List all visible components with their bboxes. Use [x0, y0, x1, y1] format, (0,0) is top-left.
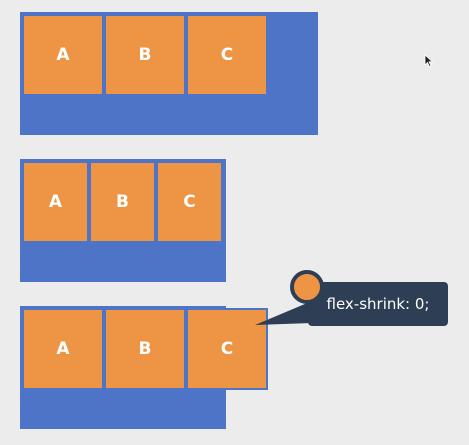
- flex-item-label: C: [183, 192, 196, 212]
- flex-item-label: A: [56, 339, 70, 359]
- flex-item-label: B: [138, 339, 152, 359]
- flex-item-label: A: [56, 45, 70, 65]
- flex-item-a: A: [22, 161, 89, 243]
- flex-item-b: B: [104, 14, 186, 96]
- mouse-cursor-icon: [424, 54, 434, 68]
- flex-item-label: B: [116, 192, 129, 212]
- flex-item-c: C: [156, 161, 223, 243]
- flex-item-label: B: [138, 45, 152, 65]
- flex-item-a: A: [22, 14, 104, 96]
- flex-item-b: B: [89, 161, 156, 243]
- callout-text: flex-shrink: 0;: [326, 295, 430, 313]
- callout-label: flex-shrink: 0;: [308, 282, 448, 326]
- flex-item-c: C: [186, 308, 268, 390]
- flex-item-label: C: [220, 339, 234, 359]
- flex-item-b: B: [104, 308, 186, 390]
- flex-item-label: C: [220, 45, 234, 65]
- flex-item-label: A: [48, 192, 63, 212]
- flex-item-c: C: [186, 14, 268, 96]
- callout-dot: [290, 270, 324, 304]
- flex-item-a: A: [22, 308, 104, 390]
